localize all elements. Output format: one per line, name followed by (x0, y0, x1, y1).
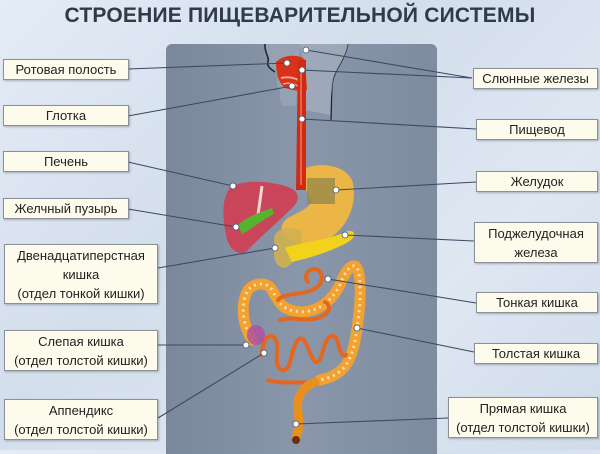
connector-lines (127, 49, 477, 425)
label-text: железа (514, 245, 558, 260)
label-text: Слепая кишка (38, 334, 124, 349)
label-liver: Печень (3, 151, 129, 172)
label-text: Толстая кишка (491, 346, 581, 361)
label-text: (отдел толстой кишки) (456, 420, 590, 435)
label-text: Аппендикс (48, 403, 114, 418)
pointer-dots (229, 46, 361, 428)
rectum-shape (291, 377, 320, 443)
label-text: Желудок (510, 174, 564, 189)
label-text: Ротовая полость (15, 62, 117, 77)
label-text: (отдел толстой кишки) (14, 353, 148, 368)
label-text: Слюнные железы (482, 71, 589, 86)
label-text: Поджелудочная (488, 226, 584, 241)
label-text: Двенадцатиперстная (17, 248, 145, 263)
label-appendix: Аппендикс (отдел толстой кишки) (4, 399, 158, 440)
label-text: Прямая кишка (479, 401, 567, 416)
label-duodenum: Двенадцатиперстная кишка (отдел тонкой к… (4, 244, 158, 304)
label-cecum: Слепая кишка (отдел толстой кишки) (4, 330, 158, 371)
label-text: кишка (62, 267, 100, 282)
small-intestine-shape (260, 267, 348, 386)
label-text: (отдел толстой кишки) (14, 422, 148, 437)
label-pharynx: Глотка (3, 105, 129, 126)
label-stomach: Желудок (476, 171, 598, 192)
label-text: Пищевод (509, 122, 565, 137)
pancreas-shape (285, 230, 355, 262)
label-large-intestine: Толстая кишка (474, 343, 598, 364)
label-pancreas: Поджелудочная железа (474, 222, 598, 263)
label-text: Тонкая кишка (496, 295, 578, 310)
label-rectum: Прямая кишка (отдел толстой кишки) (448, 397, 598, 438)
label-gallbladder: Желчный пузырь (3, 198, 129, 219)
label-salivary-glands: Слюнные железы (473, 68, 598, 89)
label-text: Печень (43, 154, 89, 169)
label-mouth: Ротовая полость (3, 59, 129, 80)
diagram-title: СТРОЕНИЕ ПИЩЕВАРИТЕЛЬНОЙ СИСТЕМЫ (64, 4, 536, 27)
label-text: Глотка (45, 108, 87, 123)
stomach-shape (281, 165, 354, 244)
label-text: Желчный пузырь (14, 201, 118, 216)
cecum-shape (247, 325, 265, 345)
label-small-intestine: Тонкая кишка (476, 292, 598, 313)
gallbladder-shape (238, 208, 274, 234)
label-text: (отдел тонкой кишки) (17, 286, 145, 301)
label-esophagus: Пищевод (476, 119, 598, 140)
